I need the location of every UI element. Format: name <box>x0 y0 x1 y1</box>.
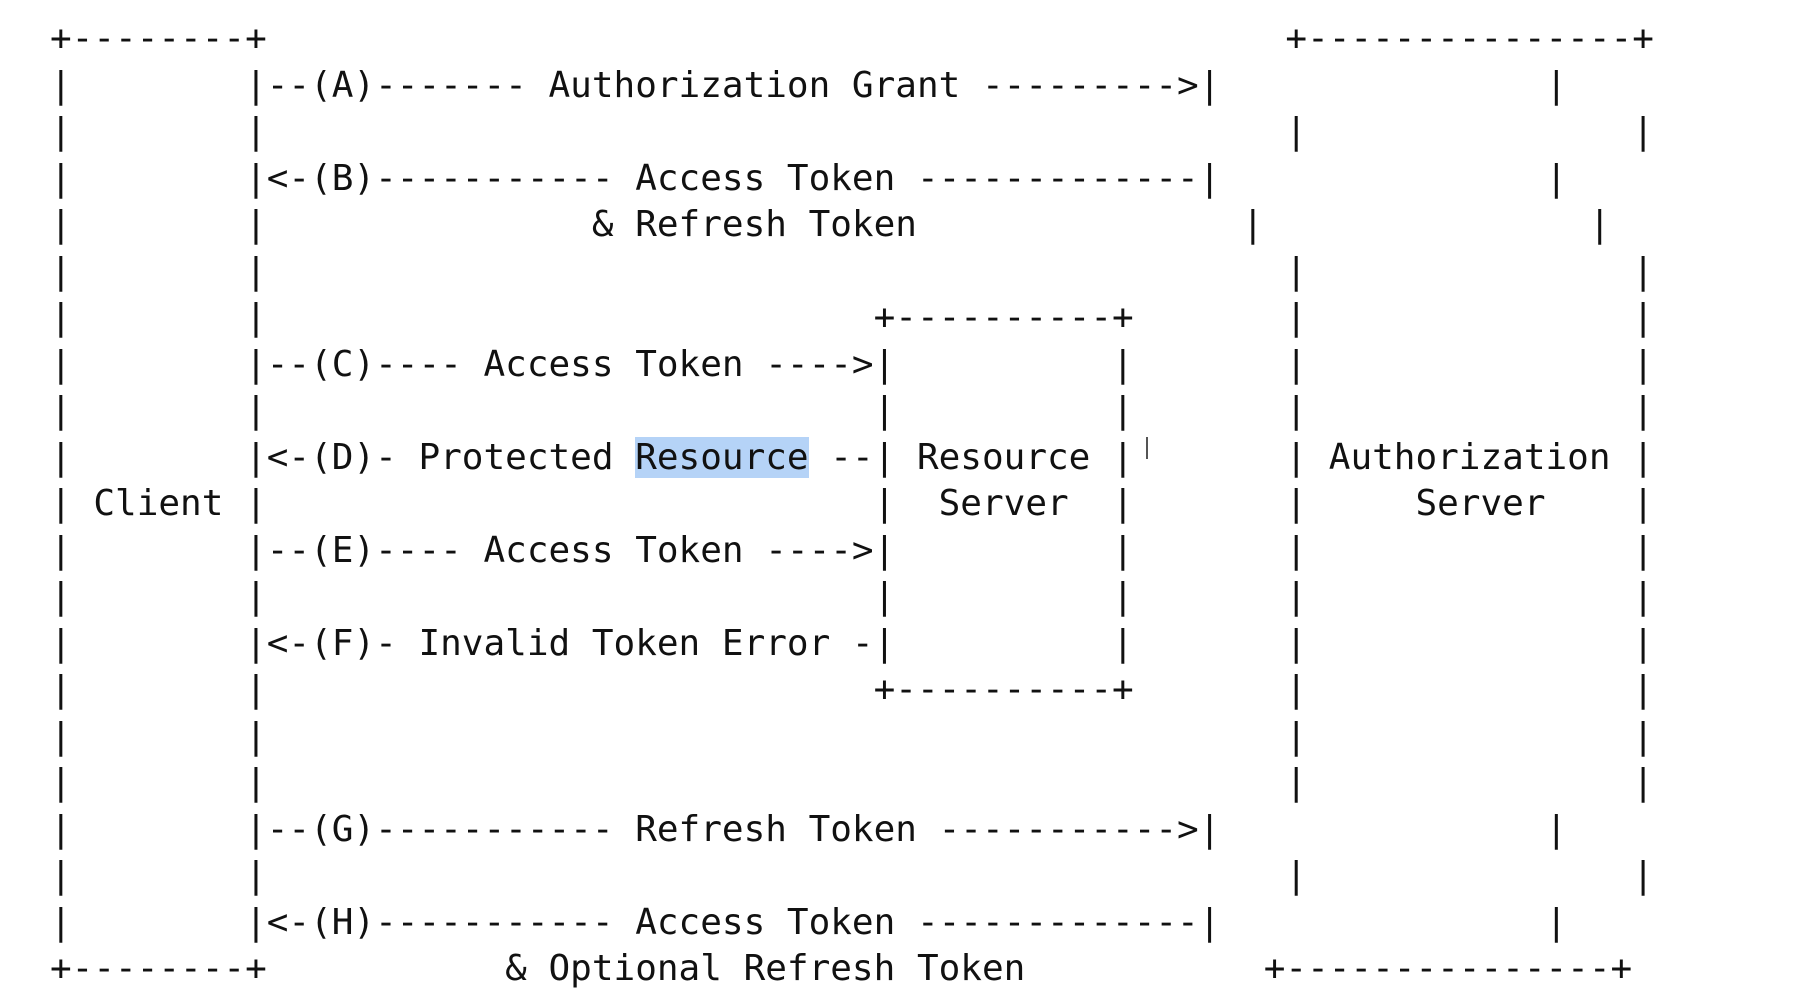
diagram-line: | |<-(B)----------- Access Token -------… <box>50 157 1568 199</box>
text-cursor-icon <box>1146 437 1148 459</box>
diagram-line: | |--(E)---- Access Token ---->| | | | <box>50 529 1654 571</box>
diagram-line: | | | | | | <box>50 576 1654 617</box>
diagram-line: | |--(A)------- Authorization Grant ----… <box>50 64 1568 106</box>
diagram-line: +--------+ +---------------+ <box>50 18 1654 59</box>
diagram-line: | | | | <box>50 762 1654 803</box>
ascii-diagram-text: +--------+ +---------------+ | |--(A)----… <box>50 16 1654 993</box>
diagram-line: | | | | | | <box>50 390 1654 431</box>
diagram-line: | |<-(F)- Invalid Token Error -| | | | <box>50 622 1654 664</box>
diagram-line: | | | | <box>50 250 1654 292</box>
diagram-line: | | | | <box>50 111 1654 152</box>
diagram-line: | |--(G)----------- Refresh Token ------… <box>50 808 1568 850</box>
diagram-line: | | | | <box>50 715 1654 757</box>
diagram-line: | Client | | Server | | Server | <box>50 483 1654 524</box>
diagram-line: | |<-(H)----------- Access Token -------… <box>50 901 1568 943</box>
diagram-line: | | & Refresh Token | | <box>50 204 1611 245</box>
diagram-line: | | +----------+ | | <box>50 297 1654 338</box>
selected-text[interactable]: Resource <box>635 436 809 478</box>
diagram-line: +--------+ & Optional Refresh Token +---… <box>50 948 1633 989</box>
diagram-line: | |--(C)---- Access Token ---->| | | | <box>50 343 1654 385</box>
diagram-line: | | +----------+ | | <box>50 669 1654 710</box>
diagram-line: | | | | <box>50 855 1654 896</box>
diagram-line: | |<-(D)- Protected Resource --| Resourc… <box>50 436 1654 478</box>
